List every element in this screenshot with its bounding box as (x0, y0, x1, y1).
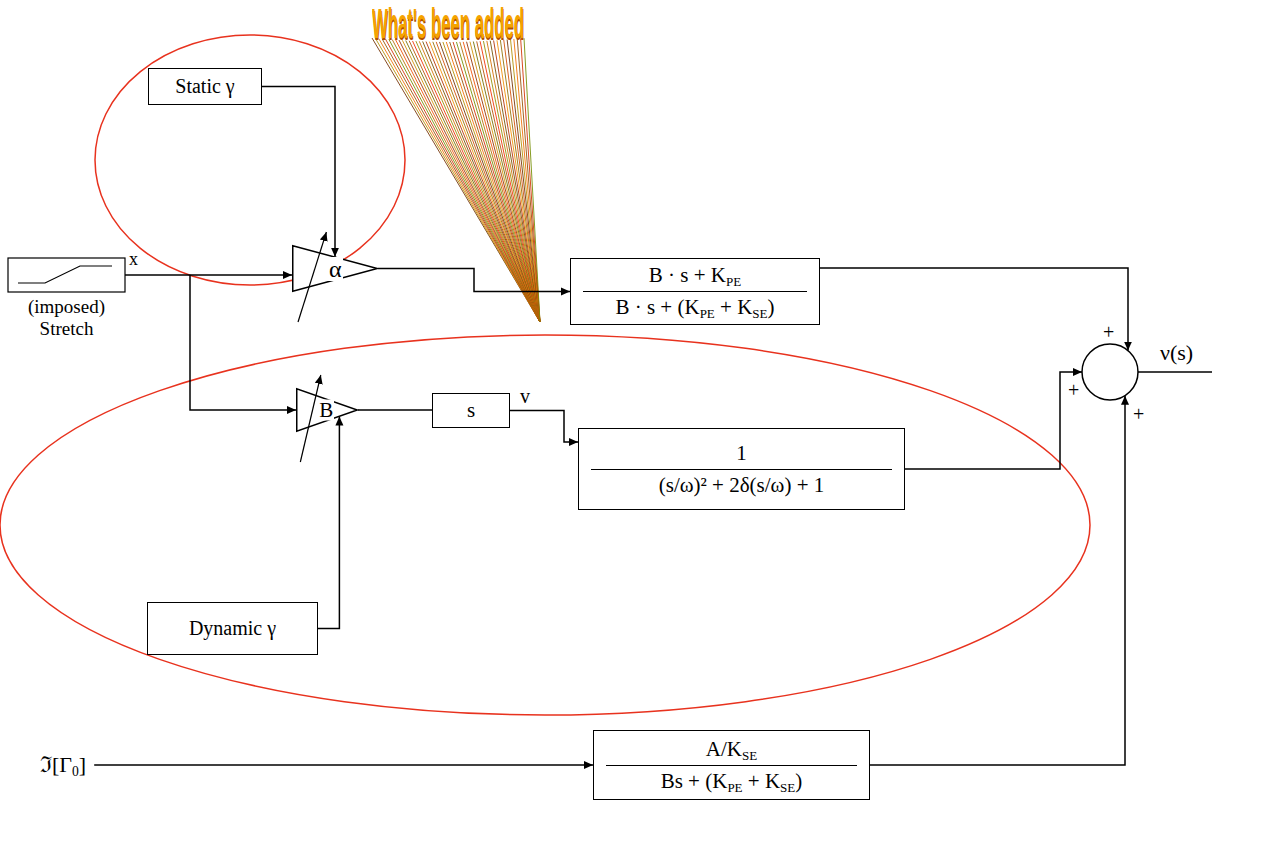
fan-line (396, 40, 540, 322)
box-label: Static γ (175, 75, 234, 98)
variable-gain-triangle: B (296, 388, 358, 432)
fan-line (372, 38, 540, 322)
variable-arrow (298, 232, 326, 322)
fan-line (389, 39, 540, 322)
ramp-symbol (18, 266, 112, 283)
operator-box: s (432, 393, 510, 428)
fan-line (480, 41, 540, 322)
fan-line (402, 40, 540, 322)
fan-line (406, 41, 540, 322)
gain-input-box: Dynamic γ (147, 602, 318, 655)
connector (378, 269, 570, 292)
numerator: A/KSE (606, 737, 857, 766)
fan-line (510, 39, 540, 322)
box-label: s (467, 398, 475, 423)
highlight-ellipse (0, 335, 1090, 715)
fan-line (399, 40, 540, 322)
fan-line (494, 40, 540, 322)
fan-line (426, 42, 540, 322)
denominator: B · s + (KPE + KSE) (583, 292, 807, 320)
fan-line (386, 39, 540, 322)
signal-name: x (129, 249, 138, 270)
variable-gain-triangle: α (292, 245, 378, 292)
wire (94, 764, 593, 766)
box-label: Dynamic γ (189, 617, 276, 640)
input-signal-name: ℑ[Γ0] (40, 752, 86, 777)
transfer-function-box: B · s + KPEB · s + (KPE + KSE) (570, 258, 820, 325)
fan-line (524, 38, 540, 322)
sign-label: + (1133, 403, 1144, 426)
box-label: α (328, 257, 343, 281)
signal-name: v (518, 385, 532, 408)
denominator: Bs + (KPE + KSE) (606, 766, 857, 794)
wire (190, 275, 296, 410)
transfer-function-box: 1(s/ω)² + 2δ(s/ω) + 1 (578, 428, 905, 510)
connector (262, 87, 335, 257)
connector (318, 417, 339, 629)
wire (870, 396, 1125, 765)
wire (125, 274, 292, 276)
gain-input-box: Static γ (148, 68, 262, 105)
wire (820, 268, 1128, 351)
highlight-ellipse (95, 35, 405, 285)
fan-line (416, 41, 540, 322)
numerator: 1 (591, 441, 892, 470)
fan-line (504, 40, 540, 322)
fan-line (392, 40, 540, 322)
connector (358, 409, 432, 411)
summing-junction (1082, 344, 1138, 400)
triangle-outline (297, 389, 358, 432)
denominator: (s/ω)² + 2δ(s/ω) + 1 (591, 470, 892, 498)
wire (905, 372, 1082, 469)
fan-line (470, 42, 540, 322)
fan-line (500, 40, 540, 322)
fan-line (497, 40, 540, 322)
wire (1138, 371, 1212, 373)
fan-line (483, 41, 540, 322)
output-signal-name: ν(s) (1160, 340, 1193, 365)
fan-line (517, 39, 540, 322)
transfer-function-box: A/KSEBs + (KPE + KSE) (593, 730, 870, 800)
fan-line (382, 39, 540, 322)
triangle-outline (293, 246, 378, 292)
fan-lines (372, 38, 540, 322)
numerator: B · s + KPE (583, 263, 807, 292)
ramp-input-box (8, 258, 125, 292)
fan-line (521, 38, 540, 322)
connector (510, 411, 578, 443)
sign-label: + (1103, 321, 1114, 344)
wordart-title: What's been added (372, 0, 524, 48)
fan-line (375, 38, 540, 322)
fan-line (460, 42, 540, 322)
input-caption: (imposed) Stretch (8, 296, 125, 340)
sign-label: + (1068, 379, 1079, 402)
box-label: B (318, 400, 334, 421)
fan-line (436, 42, 540, 322)
fan-line (514, 39, 540, 322)
fan-line (446, 42, 540, 322)
